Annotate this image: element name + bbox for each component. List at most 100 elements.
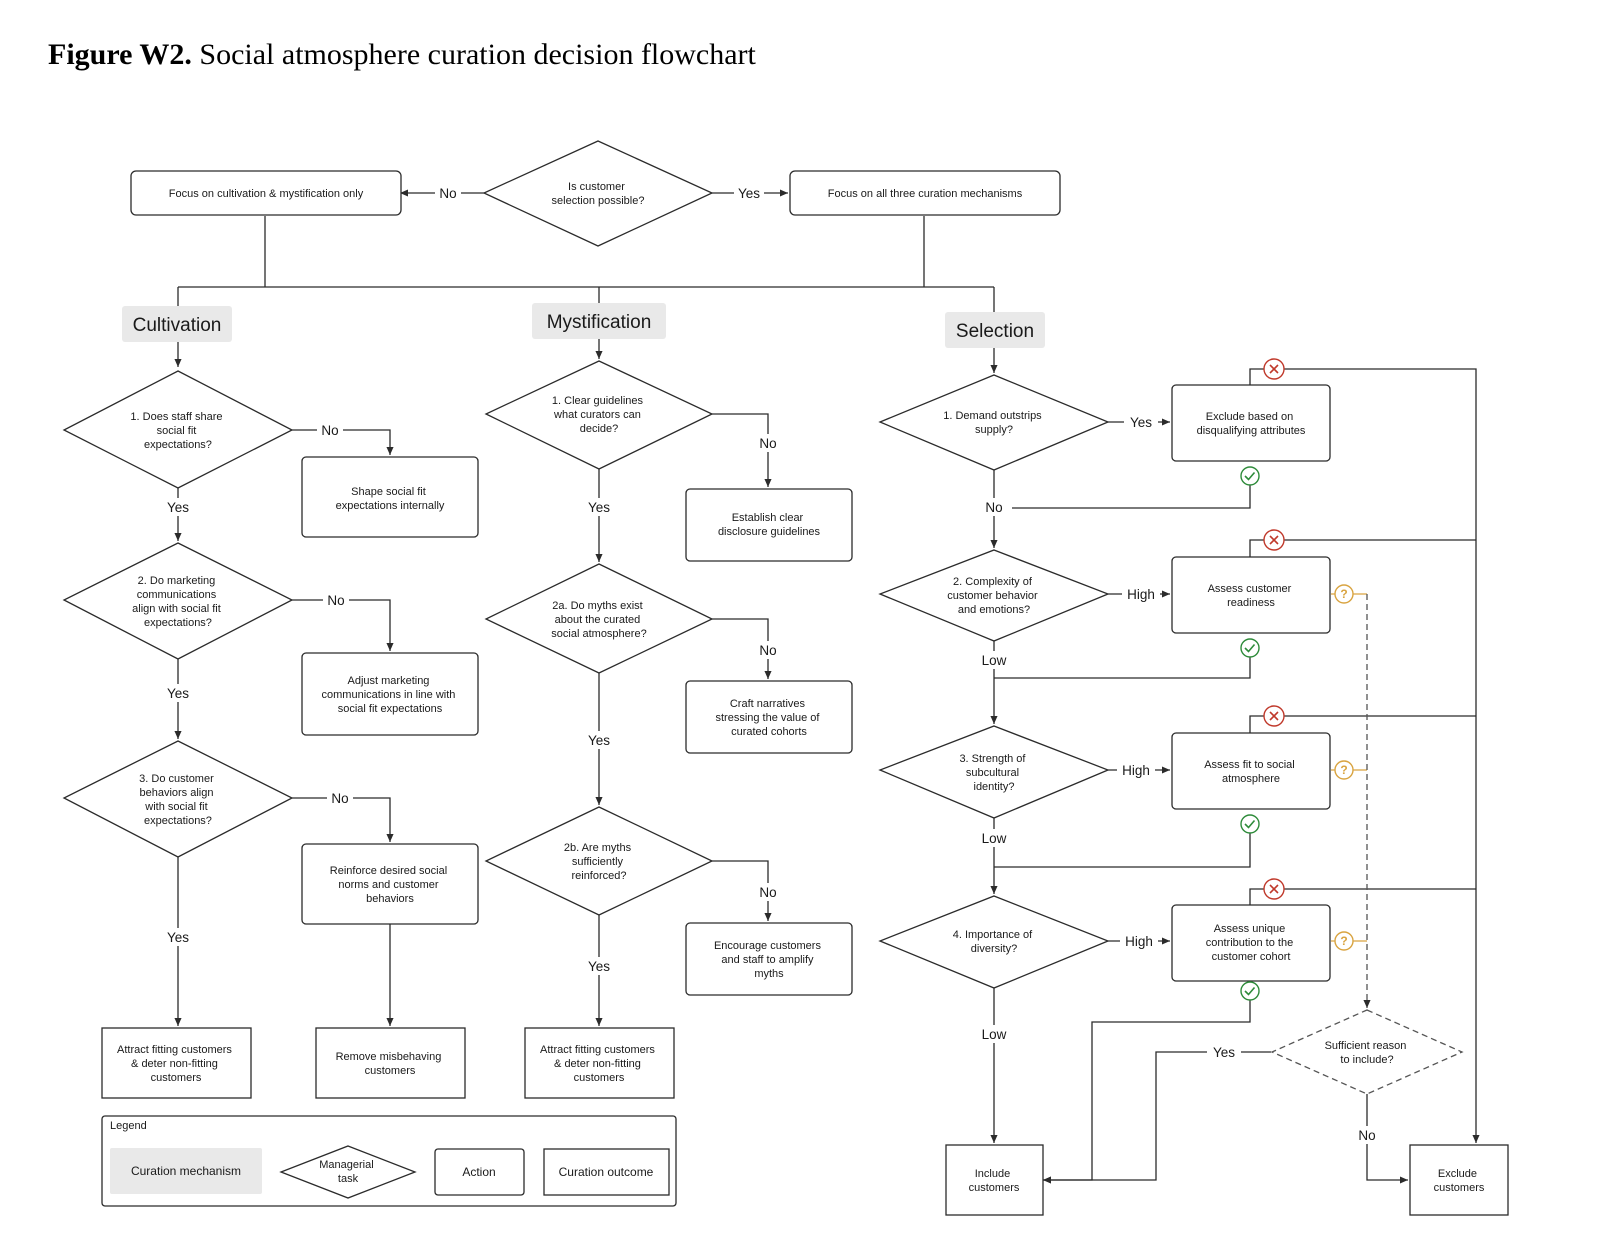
- edge-label-no: No: [1358, 1128, 1375, 1143]
- cultivation-a2-node: Adjust marketing communications in line …: [301, 652, 479, 736]
- check-circle-icon: [1240, 981, 1260, 1001]
- svg-text:3. Do customer behaviors: 3. Do customer behaviors align with soci…: [139, 773, 217, 827]
- question-circle-icon: ?: [1334, 931, 1354, 951]
- mystification-q2b-node: 2b. Are myths sufficiently reinforced?: [484, 806, 714, 916]
- svg-text:Attract fitting customers: Attract fitting customers & deter non-fi…: [117, 1044, 235, 1084]
- edge-label-yes: Yes: [588, 959, 610, 974]
- edge-label-yes: Yes: [167, 930, 189, 945]
- cultivation-q3-node: 3. Do customer behaviors align with soci…: [62, 740, 294, 858]
- edge-label-no: No: [331, 791, 348, 806]
- selection-q4-node: 4. Importance of diversity?: [878, 895, 1110, 989]
- svg-text:Exclude customers: Exclude customers: [1434, 1168, 1485, 1194]
- mechanism-selection: Selection: [945, 312, 1045, 348]
- svg-text:?: ?: [1340, 934, 1347, 948]
- cultivation-q2-node: 2. Do marketing communications align wit…: [62, 542, 294, 660]
- figure-label: Figure W2.: [48, 38, 192, 71]
- legend-outcome: Curation outcome: [543, 1148, 670, 1196]
- include-customers-node: Include customers: [945, 1144, 1044, 1216]
- edge-label-yes: Yes: [1213, 1045, 1235, 1060]
- selection-a2-node: Assess customer readiness: [1171, 556, 1331, 634]
- edge-label-high: High: [1125, 934, 1153, 949]
- svg-text:Establish clear disclosu: Establish clear disclosure guidelines: [718, 512, 821, 538]
- selection-a3-node: Assess fit to social atmosphere: [1171, 732, 1331, 810]
- edge-label-no: No: [985, 500, 1002, 515]
- svg-text:Selection: Selection: [956, 321, 1034, 342]
- cultivation-a3-node: Reinforce desired social norms and custo…: [301, 843, 479, 925]
- top-question-node: Is customer selection possible?: [482, 140, 714, 247]
- svg-text:Reinforce desired social: Reinforce desired social norms and custo…: [330, 865, 450, 905]
- edge-label-yes: Yes: [588, 733, 610, 748]
- svg-text:Managerial task: Managerial task: [319, 1159, 376, 1185]
- mystification-a1-node: Establish clear disclosure guidelines: [685, 488, 853, 562]
- mystification-a2b-node: Encourage customers and staff to amplify…: [685, 922, 853, 996]
- svg-text:1. Clear guidelines what: 1. Clear guidelines what curators can de…: [552, 395, 646, 435]
- edge-label-yes: Yes: [167, 500, 189, 515]
- check-circle-icon: [1240, 638, 1260, 658]
- legend-task: Managerial task: [279, 1145, 417, 1199]
- svg-text:Sufficient reason to inc: Sufficient reason to include?: [1325, 1040, 1410, 1066]
- edge-labels: No Yes No Yes No Yes No Yes No Yes No Ye…: [160, 184, 1380, 1144]
- selection-a4-node: Assess unique contribution to the custom…: [1171, 904, 1331, 982]
- top-question-text: Is customer selection possible?: [552, 181, 645, 207]
- svg-text:2a. Do myths exist about: 2a. Do myths exist about the curated soc…: [551, 600, 646, 640]
- x-circle-icon: [1263, 358, 1285, 380]
- svg-text:Shape social fit expecta: Shape social fit expectations internally: [336, 486, 445, 512]
- x-circle-icon: [1263, 529, 1285, 551]
- edge-label-yes: Yes: [167, 686, 189, 701]
- svg-text:1. Does staff share soci: 1. Does staff share social fit expectati…: [130, 411, 225, 451]
- edge-label-no: No: [759, 436, 776, 451]
- mystification-q2a-node: 2a. Do myths exist about the curated soc…: [484, 563, 714, 674]
- edge-label-low: Low: [982, 1027, 1007, 1042]
- svg-text:?: ?: [1340, 587, 1347, 601]
- cultivation-outcome-node: Attract fitting customers & deter non-fi…: [101, 1027, 252, 1099]
- svg-text:Focus on cultivation & mystifi: Focus on cultivation & mystification onl…: [169, 188, 364, 200]
- svg-text:Attract fitting customers: Attract fitting customers & deter non-fi…: [540, 1044, 658, 1084]
- svg-text:Include customers: Include customers: [969, 1168, 1020, 1194]
- edge-label-no: No: [759, 643, 776, 658]
- svg-text:Craft narratives stressi: Craft narratives stressing the value of …: [715, 698, 822, 738]
- question-circle-icon: ?: [1334, 760, 1354, 780]
- legend-title: Legend: [110, 1120, 147, 1132]
- edge-label-no: No: [327, 593, 344, 608]
- svg-text:Assess customer readines: Assess customer readiness: [1208, 583, 1295, 609]
- svg-text:?: ?: [1340, 763, 1347, 777]
- edge-label-no: No: [321, 423, 338, 438]
- mystification-a2a-node: Craft narratives stressing the value of …: [685, 680, 853, 754]
- svg-text:Adjust marketing communi: Adjust marketing communications in line …: [322, 675, 459, 715]
- edge-label-yes: Yes: [588, 500, 610, 515]
- edge-label-high: High: [1122, 763, 1150, 778]
- svg-text:2b. Are myths sufficient: 2b. Are myths sufficiently reinforced?: [564, 842, 634, 882]
- svg-text:Exclude based on disqual: Exclude based on disqualifying attribute…: [1197, 411, 1306, 437]
- edge-label-low: Low: [982, 653, 1007, 668]
- svg-text:3. Strength of subcultur: 3. Strength of subcultural identity?: [959, 753, 1028, 793]
- mystification-q1-node: 1. Clear guidelines what curators can de…: [484, 360, 714, 470]
- selection-q2-node: 2. Complexity of customer behavior and e…: [878, 549, 1110, 642]
- legend: Legend Curation mechanism Managerial tas…: [101, 1115, 677, 1207]
- selection-q3-node: 3. Strength of subcultural identity?: [878, 725, 1110, 819]
- selection-a1-node: Exclude based on disqualifying attribute…: [1171, 384, 1331, 462]
- svg-text:4. Importance of diversi: 4. Importance of diversity?: [953, 929, 1036, 955]
- cultivation-a1-node: Shape social fit expectations internally: [301, 456, 479, 538]
- mechanism-mystification: Mystification: [532, 303, 666, 339]
- mechanism-cultivation: Cultivation: [122, 306, 232, 342]
- legend-action: Action: [434, 1148, 525, 1196]
- top-yes-label: Yes: [738, 186, 760, 201]
- selection-q1-node: 1. Demand outstrips supply?: [878, 374, 1110, 471]
- edge-label-high: High: [1127, 587, 1155, 602]
- edge-label-low: Low: [982, 831, 1007, 846]
- legend-mechanism: Curation mechanism: [110, 1148, 262, 1194]
- edge-label-yes: Yes: [1130, 415, 1152, 430]
- svg-text:2. Do marketing communic: 2. Do marketing communications align wit…: [132, 575, 224, 629]
- svg-text:Cultivation: Cultivation: [133, 315, 222, 336]
- question-circle-icon: ?: [1334, 584, 1354, 604]
- mystification-outcome-node: Attract fitting customers & deter non-fi…: [524, 1027, 675, 1099]
- exclude-customers-node: Exclude customers: [1409, 1144, 1509, 1216]
- svg-text:Curation mechanism: Curation mechanism: [131, 1164, 241, 1178]
- svg-text:Remove misbehaving custo: Remove misbehaving customers: [336, 1051, 445, 1077]
- top-no-label: No: [439, 186, 456, 201]
- edge-label-no: No: [759, 885, 776, 900]
- svg-text:Mystification: Mystification: [547, 312, 652, 333]
- svg-text:Focus on all three curation me: Focus on all three curation mechanisms: [828, 188, 1023, 200]
- check-circle-icon: [1240, 814, 1260, 834]
